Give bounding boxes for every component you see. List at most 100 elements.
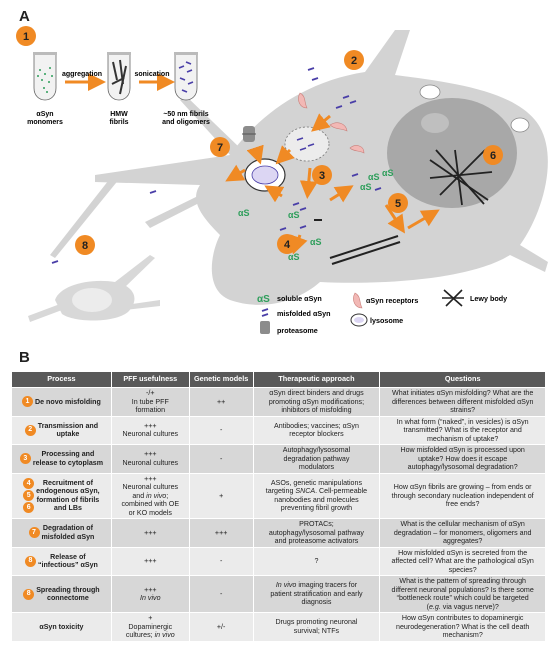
header-genetic: Genetic models — [188, 371, 254, 388]
summary-table: Process PFF usefulness Genetic models Th… — [11, 371, 546, 642]
legend-soluble: soluble αSyn — [277, 294, 322, 303]
tube-fibrils — [174, 52, 198, 101]
svg-text:8: 8 — [82, 240, 88, 252]
process-label: Spreading through connectome — [36, 585, 100, 603]
legend-receptors: αSyn receptors — [366, 296, 418, 305]
proteasome — [242, 126, 256, 142]
therapy-cell: Drugs promoting neuronal survival; NTFs — [252, 612, 381, 642]
pff-cell: +++ — [110, 546, 190, 576]
step-badge: 2 — [24, 424, 36, 436]
pff-cell: +++ Neuronal cultures — [110, 415, 190, 445]
questions-cell: What initiates αSyn misfolding? What are… — [379, 387, 546, 417]
header-questions: Questions — [379, 371, 546, 388]
panel-a-letter: A — [19, 8, 30, 25]
genetic-cell: ++ — [188, 387, 254, 417]
nucleolus — [421, 113, 449, 133]
aggregation-label: aggregation — [62, 71, 102, 78]
header-therapy: Therapeutic approach — [252, 371, 381, 388]
questions-cell: In what form (“naked”, in vesicles) is α… — [379, 415, 546, 445]
questions-cell: How αSyn contributes to dopaminergic neu… — [379, 612, 546, 642]
legend-misfolded: misfolded αSyn — [277, 309, 331, 318]
svg-text:4: 4 — [284, 239, 291, 251]
genetic-cell: - — [188, 546, 254, 576]
process-label: De novo misfolding — [35, 397, 101, 406]
nucleus — [387, 98, 517, 208]
second-neuron — [28, 255, 160, 322]
process-label: Processing and release to cytoplasm — [32, 450, 104, 467]
process-label: αSyn toxicity — [39, 622, 84, 631]
questions-cell: What is the cellular mechanism of αSyn d… — [379, 518, 546, 548]
svg-text:7: 7 — [217, 142, 223, 154]
therapy-cell: Antibodies; vaccines; αSyn receptor bloc… — [252, 415, 381, 445]
questions-cell: How misfolded αSyn is processed upon upt… — [379, 444, 546, 474]
process-cell: αSyn toxicity — [11, 612, 112, 642]
pff-cell: +++ In vivo — [110, 575, 190, 613]
header-pff: PFF usefulness — [110, 371, 190, 388]
fibril-stacks — [314, 219, 401, 265]
pff-cell: +++ Neuronal cultures and in vivo; combi… — [110, 472, 190, 519]
step-badge: 8 — [23, 588, 35, 600]
step-badge: 7 — [28, 527, 40, 539]
therapy-cell: Autophagy/lysosomal degradation pathway … — [252, 444, 381, 474]
receptor-group — [298, 92, 365, 154]
svg-text:αS: αS — [288, 210, 300, 220]
genetic-cell: - — [188, 575, 254, 613]
genetic-cell: - — [188, 444, 254, 474]
tube-hmw — [107, 52, 131, 101]
table-header-row: Process PFF usefulness Genetic models Th… — [11, 371, 546, 388]
questions-cell: How αSyn fibrils are growing – from ends… — [379, 472, 546, 519]
step-badge: 3 — [19, 453, 31, 465]
process-label: Transmission and uptake — [37, 421, 99, 439]
lewy-body — [429, 149, 493, 206]
tube-monomers — [33, 52, 57, 101]
step-badge: 4 — [23, 478, 35, 490]
step-badges: 1 2 3 4 5 6 7 8 — [16, 26, 503, 255]
svg-text:αS: αS — [288, 252, 300, 262]
therapy-cell: ASOs, genetic manipulations targeting SN… — [252, 472, 381, 519]
step-badge: 6 — [23, 502, 35, 514]
sonication-label: sonication — [134, 71, 169, 78]
legend-lysosome: lysosome — [370, 316, 403, 325]
process-label: Degradation of misfolded αSyn — [41, 524, 95, 541]
genetic-cell: - — [188, 415, 254, 445]
legend-lewy: Lewy body — [470, 294, 507, 303]
process-label: Recruitment of endogenous αSyn, formatio… — [36, 478, 100, 513]
pff-cell: + Dopaminergic cultures; in vivo — [110, 612, 190, 642]
svg-text:1: 1 — [23, 31, 29, 43]
genetic-cell: +/- — [188, 612, 254, 642]
legend-proteasome: proteasome — [277, 326, 318, 335]
therapy-cell: ? — [252, 546, 381, 576]
questions-cell: What is the pattern of spreading through… — [379, 575, 546, 613]
therapy-cell: αSyn direct binders and drugs promoting … — [252, 387, 381, 417]
pff-cell: -/+ In tube PFF formation — [110, 387, 190, 417]
svg-text:6: 6 — [490, 150, 496, 162]
mitochondria — [419, 84, 530, 133]
pff-cell: +++ — [110, 518, 190, 548]
genetic-cell: + — [188, 472, 254, 519]
svg-text:αS: αS — [310, 237, 322, 247]
legend: αS soluble αSyn misfolded αSyn proteasom… — [257, 289, 507, 335]
endosome — [284, 126, 330, 162]
therapy-cell: In vivo imaging tracers for patient stra… — [252, 575, 381, 613]
process-label: Release of “infectious” αSyn — [37, 552, 98, 570]
svg-text:3: 3 — [319, 170, 325, 182]
therapy-cell: PROTACs; autophagy/lysosomal pathway and… — [252, 518, 381, 548]
genetic-cell: +++ — [188, 518, 254, 548]
